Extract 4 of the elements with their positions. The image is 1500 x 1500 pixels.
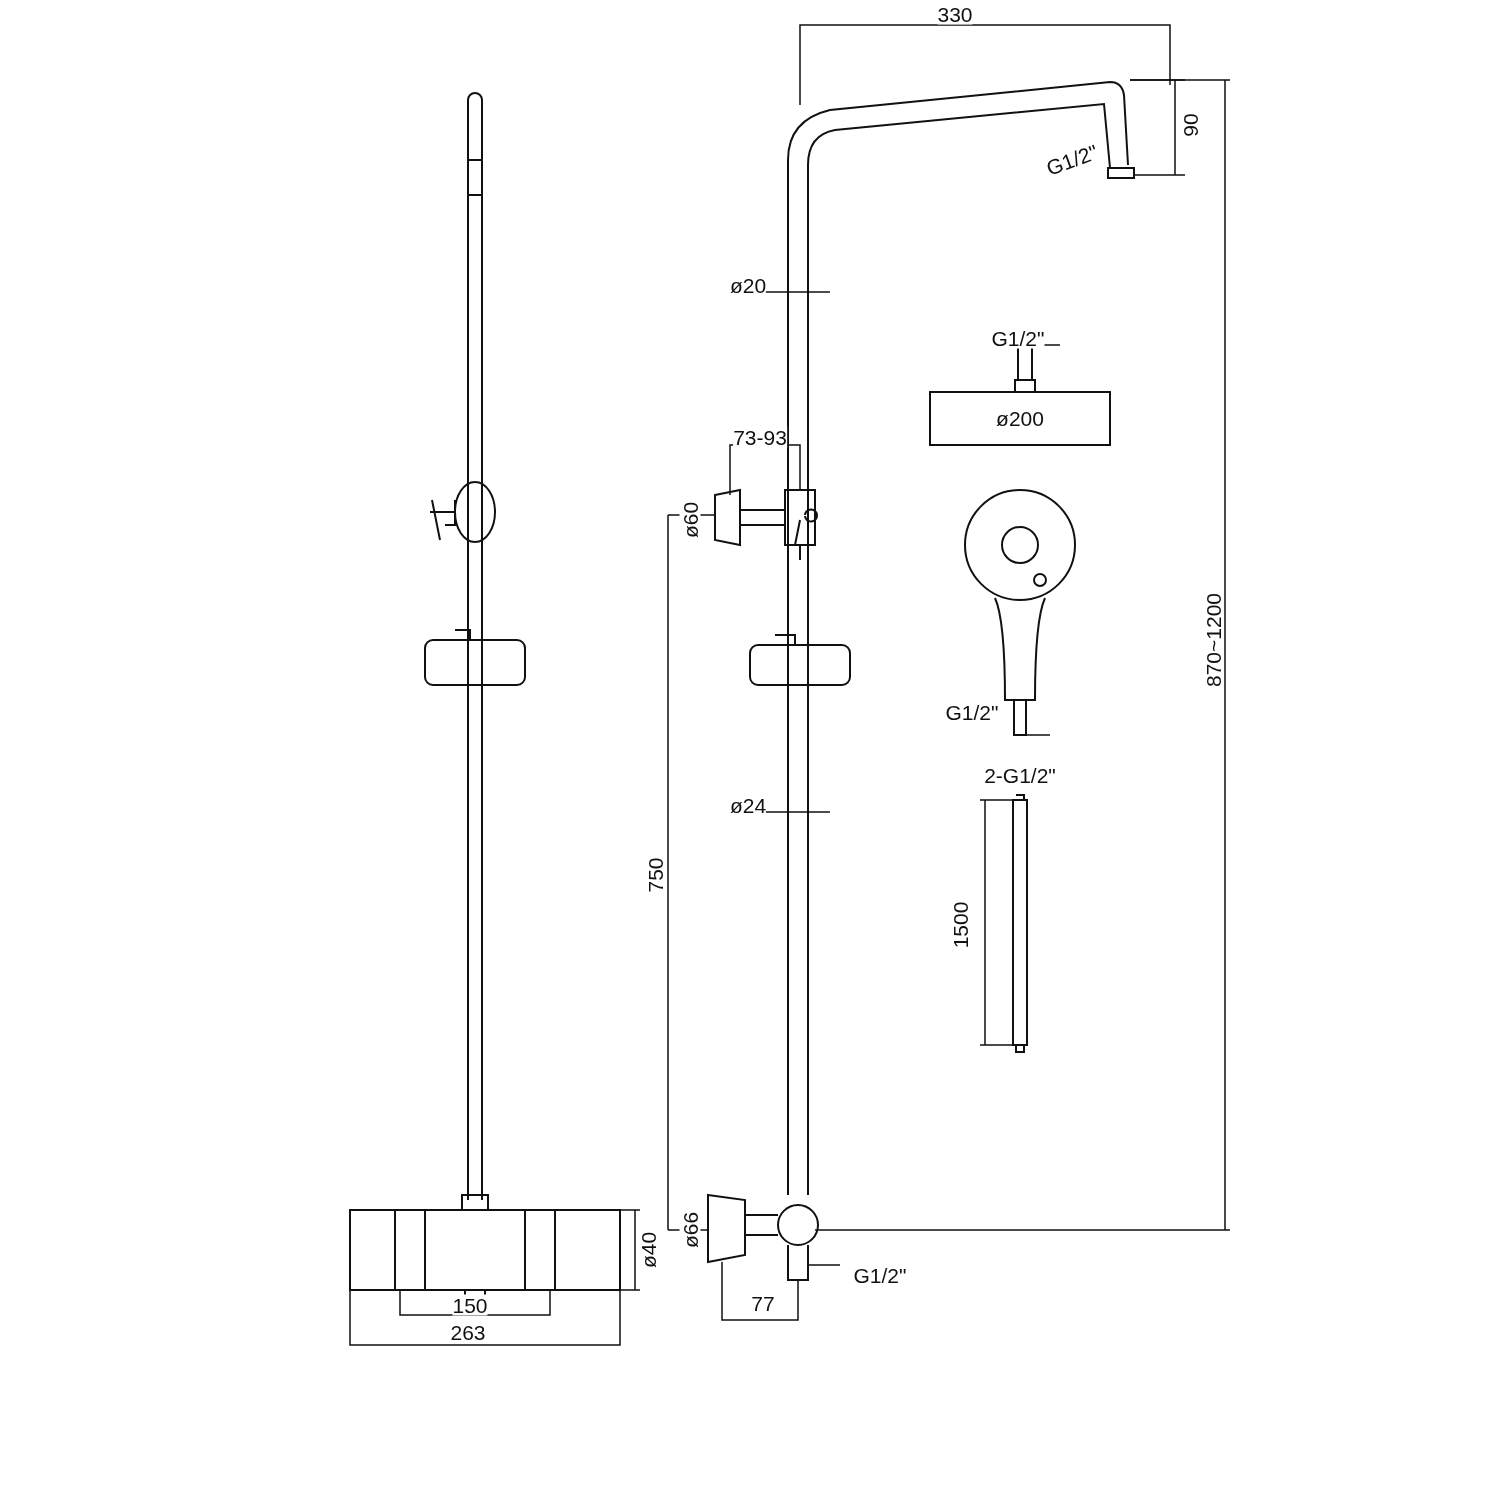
dimension-label: 150 — [452, 1294, 488, 1316]
dimension-label: ø60 — [679, 501, 701, 539]
dimension-label: ø66 — [679, 1211, 701, 1249]
dimension-label: 73-93 — [733, 426, 787, 448]
